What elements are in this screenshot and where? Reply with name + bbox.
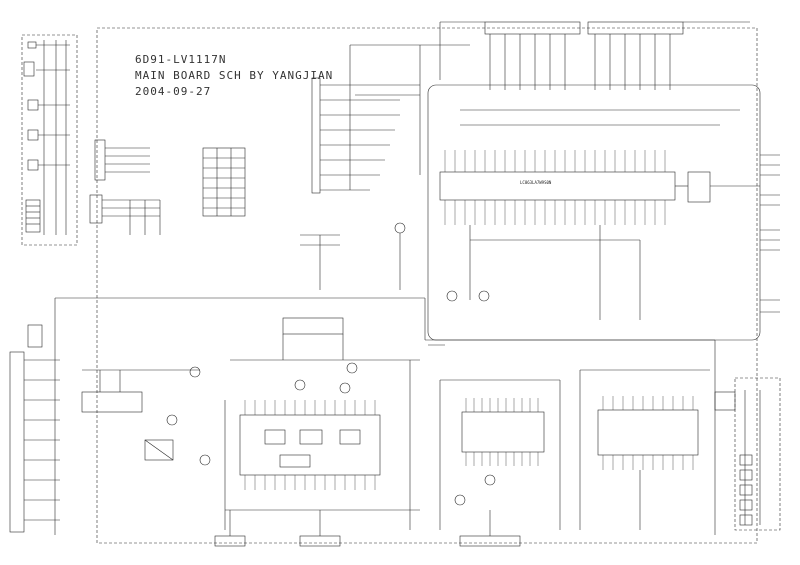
main-ic-label: LC863LA7W9S0N — [520, 180, 552, 185]
model-title: 6D91-LV1117N — [135, 53, 227, 66]
schematic-date: 2004-09-27 — [135, 85, 212, 98]
mcu-block — [427, 84, 761, 341]
schematic-subtitle: MAIN BOARD SCH BY YANGJIAN — [135, 69, 334, 82]
left-tuner-block-border — [21, 34, 78, 246]
main-ic-body — [439, 171, 676, 201]
title-block: 6D91-LV1117N MAIN BOARD SCH BY YANGJIAN … — [135, 52, 333, 100]
video-decoder-ic — [461, 411, 545, 453]
deflection-ic — [597, 409, 699, 456]
signal-processor-ic — [239, 414, 381, 476]
main-border — [96, 27, 758, 544]
right-panel-border — [734, 377, 781, 531]
truth-table — [202, 147, 246, 217]
